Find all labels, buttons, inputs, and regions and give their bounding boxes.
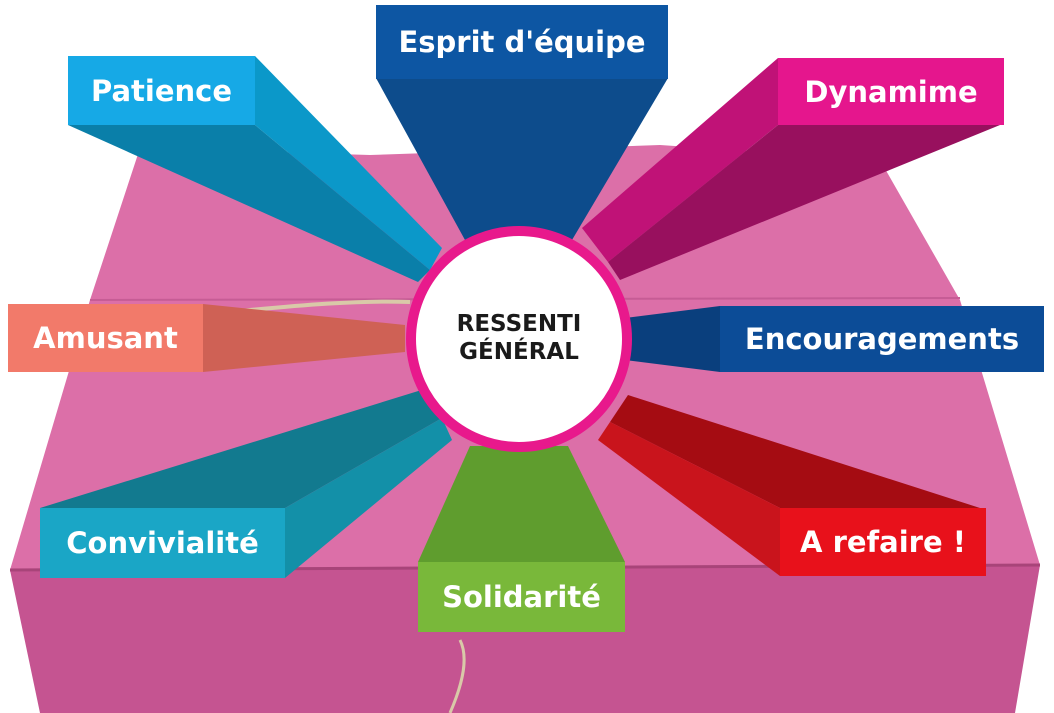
beam-a-refaire <box>610 395 980 508</box>
beam-convivialite <box>40 388 442 508</box>
beam-amusant <box>203 304 405 372</box>
beam-dynamime-shade <box>608 125 1000 280</box>
label-esprit-equipe: Esprit d'équipe <box>376 5 668 79</box>
beam-solidarite <box>418 446 625 562</box>
label-a-refaire: A refaire ! <box>780 508 986 576</box>
beams <box>40 56 1000 578</box>
label-patience: Patience <box>68 56 255 125</box>
beam-patience <box>255 56 442 270</box>
beam-dynamime <box>582 58 778 262</box>
label-dynamime: Dynamime <box>778 58 1004 125</box>
box-string-bottom <box>448 639 466 713</box>
beam-convivialite-side <box>285 418 452 578</box>
center-hub: RESSENTI GÉNÉRAL <box>406 226 632 452</box>
label-encouragements: Encouragements <box>720 306 1044 372</box>
box-front-face <box>10 565 1040 713</box>
beam-a-refaire-side <box>598 422 780 576</box>
center-title-line2: GÉNÉRAL <box>459 339 579 365</box>
label-convivialite: Convivialité <box>40 508 285 578</box>
center-title-line1: RESSENTI <box>456 311 582 338</box>
label-amusant: Amusant <box>8 304 203 372</box>
beam-encouragements <box>625 306 720 372</box>
label-solidarite: Solidarité <box>418 562 625 632</box>
beam-patience-shade <box>68 125 430 282</box>
beam-esprit-equipe <box>376 78 668 240</box>
